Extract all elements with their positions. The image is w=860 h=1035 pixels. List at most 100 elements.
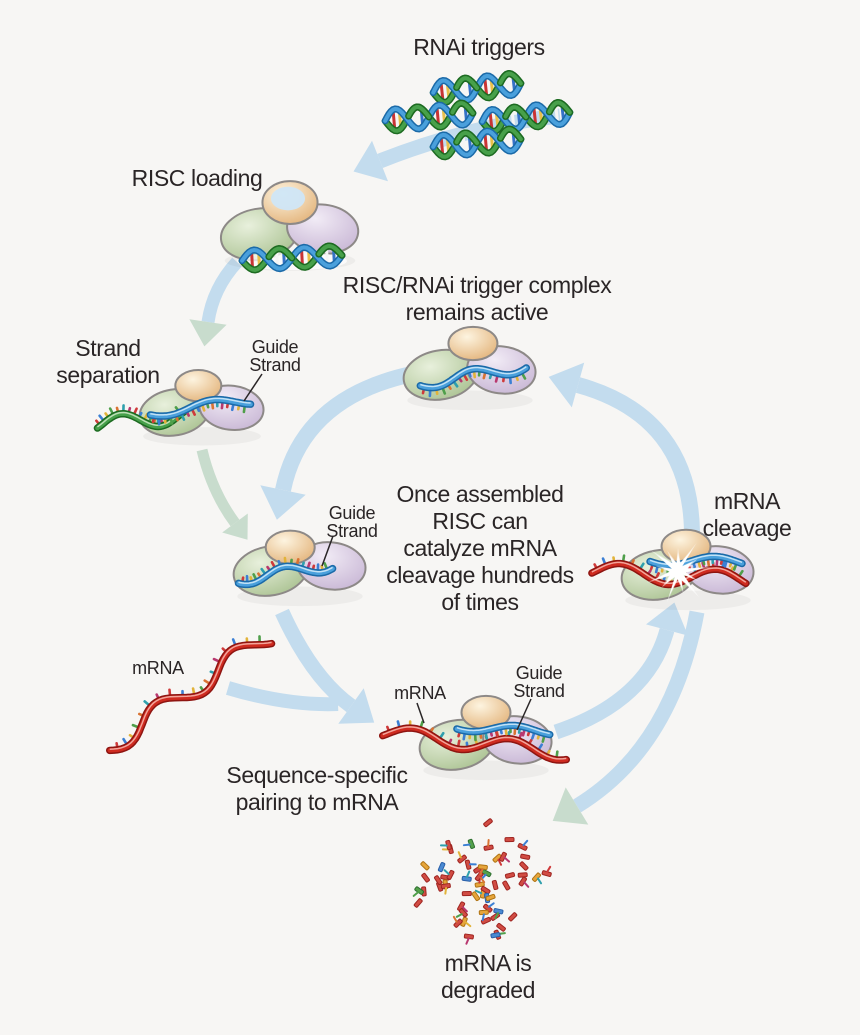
overlays	[237, 70, 712, 603]
mrna-fragment	[471, 891, 481, 902]
mrna-fragment	[483, 902, 495, 913]
label-pointer-line	[321, 535, 334, 567]
label-pointer-line	[243, 373, 263, 402]
double-helix	[381, 99, 477, 135]
label-line: Guide	[515, 663, 563, 683]
label-line: cleavage	[702, 515, 792, 541]
label-pointer-line	[516, 698, 532, 731]
mrna-fragment	[440, 883, 451, 895]
mrna-fragment	[420, 861, 430, 871]
label-line: separation	[56, 362, 160, 388]
risc-complex	[402, 325, 537, 411]
pointer-lines	[243, 373, 532, 731]
guide-strand	[234, 556, 337, 589]
flow-arrow	[275, 608, 356, 713]
arrowhead	[646, 602, 688, 636]
label-line: RISC/RNAi trigger complex	[342, 272, 612, 298]
guide-strand	[453, 721, 554, 743]
mrna-fragment	[485, 893, 496, 902]
arrowhead	[222, 513, 248, 540]
mrna-fragment	[508, 912, 518, 922]
label-line: RISC can	[432, 508, 528, 534]
label-once-assembled: Once assembled RISC can catalyze mRNA cl…	[386, 481, 574, 616]
mrna-fragment	[490, 932, 501, 939]
double-helix	[429, 125, 525, 161]
mrna-fragment	[492, 853, 503, 866]
label-line: Sequence-specific	[226, 762, 408, 788]
mrna-fragment	[460, 916, 472, 928]
label-pointer-line	[416, 702, 425, 724]
label-strand-separation: Strand separation	[56, 335, 160, 389]
guide-strand	[146, 395, 255, 426]
mrna-fragment	[439, 839, 452, 851]
mrna-fragment	[496, 922, 506, 932]
mrna-fragment	[519, 861, 529, 871]
label-line: Strand	[513, 681, 565, 701]
label-line: Once assembled	[396, 481, 564, 507]
label-line: Strand	[249, 355, 301, 375]
arrowhead	[353, 140, 388, 182]
mrna-fragment	[493, 908, 504, 920]
flow-arrow	[201, 257, 242, 324]
mrna-fragment	[483, 818, 493, 828]
label-sequence-specific: Sequence-specific pairing to mRNA	[226, 762, 408, 816]
label-line: degraded	[441, 977, 535, 1003]
mrna-strand	[379, 720, 570, 764]
mrna-fragments	[412, 818, 552, 945]
label-line: remains active	[405, 299, 549, 325]
label-line: cleavage hundreds	[386, 562, 574, 588]
label-remains-active: RISC/RNAi trigger complex remains active	[343, 272, 612, 326]
label-line: RNAi triggers	[413, 34, 545, 60]
guide-strand	[416, 364, 530, 398]
mrna-fragment	[483, 839, 494, 851]
flow-arrow	[575, 377, 700, 533]
flow-arrow	[196, 448, 240, 527]
mrna-fragment	[517, 872, 528, 878]
label-line: Guide	[328, 503, 376, 523]
arrowhead	[260, 485, 306, 520]
arrowhead	[338, 688, 375, 724]
label-line: RISC loading	[131, 165, 263, 191]
mrna-fragment	[478, 909, 489, 921]
mrna-fragment	[461, 870, 472, 882]
mrna-fragment	[462, 838, 476, 849]
label-line: Strand	[326, 521, 378, 541]
arrowhead	[552, 787, 589, 825]
label-mrna-cleavage: mRNA cleavage	[703, 488, 792, 542]
mrna-fragment	[421, 872, 430, 883]
mrna-fragment	[457, 851, 467, 864]
mrna-fragment	[461, 891, 472, 897]
label-line: catalyze mRNA	[403, 535, 557, 561]
flow-arrow	[275, 366, 414, 492]
label-mrna-degraded: mRNA is degraded	[441, 950, 535, 1004]
flow-arrow	[553, 627, 675, 740]
mrna-fragment	[443, 869, 455, 880]
label-guide-strand-assembled: Guide Strand	[326, 503, 378, 541]
mrna-fragment	[480, 885, 491, 895]
mrna-fragment	[518, 876, 530, 888]
mrna-fragment	[433, 875, 443, 885]
mrna-fragment	[464, 859, 477, 870]
mrna-fragment	[477, 864, 488, 876]
mrna-fragment	[412, 886, 425, 897]
label-line: mRNA	[394, 683, 446, 703]
label-line: Guide	[251, 337, 299, 357]
mrna-fragment	[520, 853, 531, 860]
free-mrna-strand	[106, 635, 276, 755]
label-risc-loading: RISC loading	[132, 165, 263, 192]
arrowhead	[548, 362, 585, 408]
label-line: of times	[441, 589, 519, 615]
mrna-fragment	[499, 851, 511, 863]
label-guide-strand-separation: Guide Strand	[249, 337, 301, 375]
label-line: mRNA	[132, 658, 184, 678]
label-line: pairing to mRNA	[235, 789, 399, 815]
cycle-arrows	[189, 108, 705, 825]
mrna-fragment	[455, 908, 468, 918]
label-guide-strand-pairing: Guide Strand	[513, 663, 565, 701]
arrowhead	[189, 319, 227, 347]
mrna-fragment	[541, 865, 552, 877]
label-line: mRNA	[713, 488, 781, 514]
cleavage-starburst	[653, 549, 705, 596]
